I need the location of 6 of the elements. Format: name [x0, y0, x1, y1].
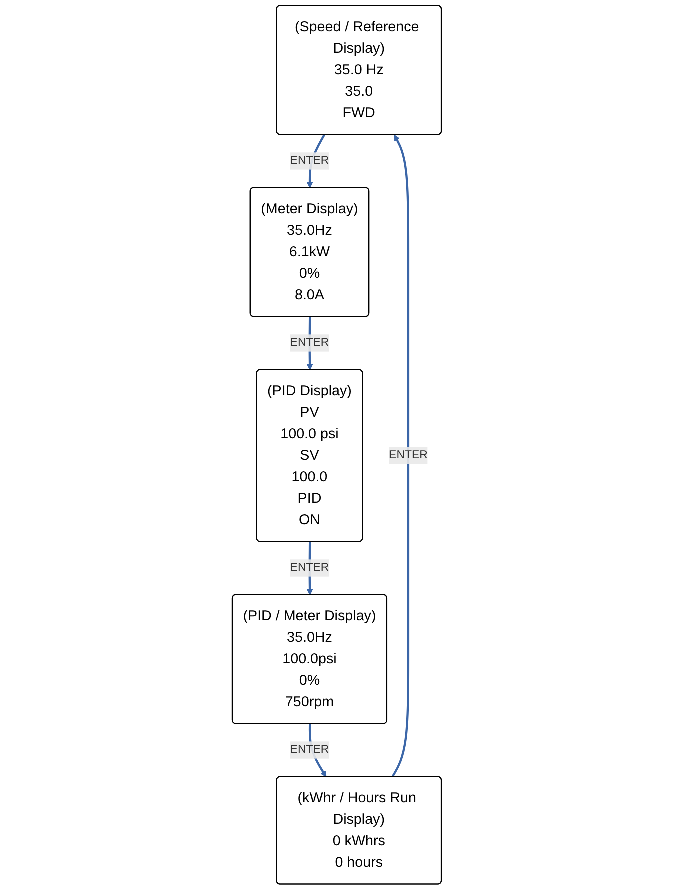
edge-label: ENTER: [290, 562, 330, 574]
edge-label: ENTER: [290, 744, 330, 756]
edge-label: ENTER: [290, 154, 330, 167]
edge-label: ENTER: [389, 449, 428, 462]
edge-label: ENTER: [290, 336, 330, 349]
arrow: [392, 134, 410, 778]
